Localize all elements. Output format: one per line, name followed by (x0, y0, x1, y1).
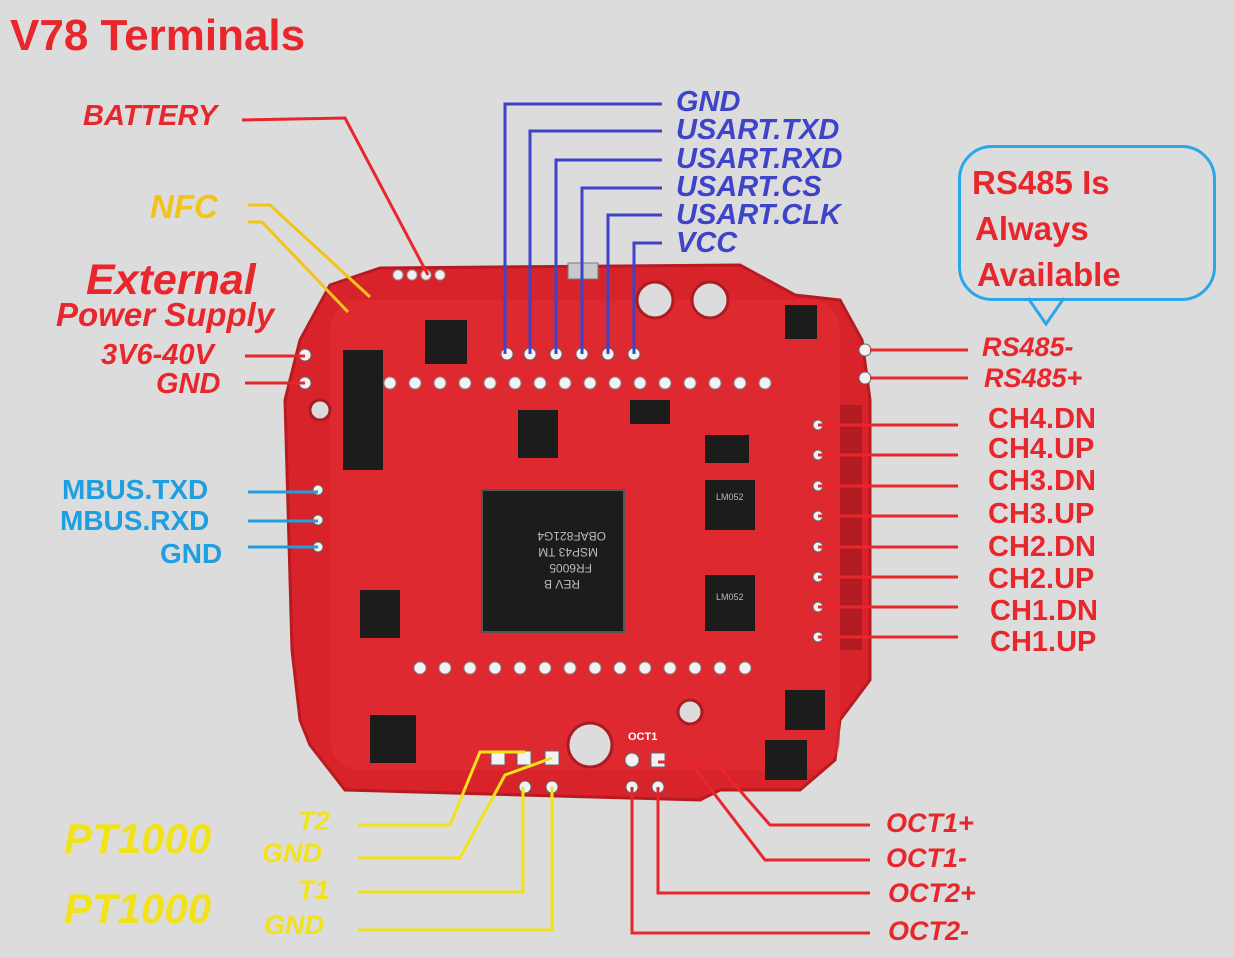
wires-rs485 (870, 348, 968, 380)
pt1000-t2-label: T2 (298, 806, 330, 836)
ch3-dn-label: CH3.DN (988, 465, 1096, 497)
pt1000-gnd2-label: GND (264, 910, 324, 940)
wires-mbus (248, 490, 318, 549)
ic-top-left (425, 320, 467, 364)
mcu-markings: REV B FR6005 MSP43 TM OBAF821G4 (537, 529, 606, 591)
rs485-minus-label: RS485- (982, 332, 1074, 362)
wires-channels (818, 423, 958, 639)
usart-vcc-label: VCC (676, 227, 738, 259)
ic-small-2 (705, 435, 749, 463)
mcu-line2: FR6005 (549, 561, 592, 575)
wires-nfc (248, 203, 372, 314)
ch1-up-label: CH1.UP (990, 626, 1097, 658)
ic-small-1 (630, 400, 670, 424)
ic-bottom-right-2 (765, 740, 807, 780)
mbus-txd-label: MBUS.TXD (62, 474, 209, 505)
rs485-note-line2: Always (975, 210, 1089, 247)
rs485-note-bubble (958, 145, 1216, 301)
ch3-up-label: CH3.UP (988, 498, 1095, 530)
ic-bottom-left (370, 715, 416, 763)
wires-oct (630, 760, 870, 935)
wires-pt1000 (358, 750, 554, 932)
oct2-minus-label: OCT2- (888, 916, 969, 946)
pt1000-label-2: PT1000 (64, 885, 212, 932)
nfc-label: NFC (150, 188, 218, 225)
ch2-up-label: CH2.UP (988, 563, 1095, 595)
mcu-line3: MSP43 TM (538, 545, 598, 559)
power-supply-label: Power Supply (56, 296, 275, 333)
mount-hole-1 (635, 280, 675, 320)
external-label: External (86, 256, 256, 304)
pt1000-label-1: PT1000 (64, 815, 212, 862)
wires-usart (503, 102, 662, 354)
mount-hole-3 (566, 721, 614, 769)
usart-rxd-label: USART.RXD (676, 143, 843, 175)
ic-right-2 (705, 575, 755, 631)
page-title: V78 Terminals (10, 11, 306, 60)
wires-left-red (241, 116, 430, 385)
pt1000-t1-label: T1 (298, 875, 330, 905)
mbus-rxd-label: MBUS.RXD (60, 505, 210, 536)
power-components (343, 350, 383, 470)
usart-gnd-label: GND (676, 86, 741, 118)
oct-silkscreen: OCT1 (628, 731, 657, 743)
usart-cs-label: USART.CS (676, 171, 822, 203)
top-header-pads (392, 269, 446, 281)
oct2-plus-label: OCT2+ (888, 878, 976, 908)
ic-bottom-right-1 (785, 690, 825, 730)
hole-row-bottom (413, 661, 752, 675)
oct1-plus-label: OCT1+ (886, 808, 974, 838)
ch4-dn-label: CH4.DN (988, 403, 1096, 435)
oct1-minus-label: OCT1- (886, 843, 967, 873)
rs485-bubble-tail (1028, 297, 1066, 327)
ch4-up-label: CH4.UP (988, 433, 1095, 465)
voltage-range-label: 3V6-40V (101, 339, 214, 371)
right-terminal-strip (840, 405, 862, 650)
ic-right-2-mark: LM052 (716, 592, 744, 602)
mbus-gnd-label: GND (160, 538, 223, 569)
mount-hole-2 (690, 280, 730, 320)
usart-clk-label: USART.CLK (676, 199, 841, 231)
ic-left-mid (360, 590, 400, 638)
rs485-note-line3: Available (977, 256, 1121, 293)
pt1000-gnd1-label: GND (262, 838, 322, 868)
battery-label: BATTERY (83, 100, 218, 132)
ic-right-1-mark: LM052 (716, 492, 744, 502)
mcu-line4: OBAF821G4 (537, 529, 606, 543)
rs485-note-text: RS485 Is Always Available (972, 160, 1212, 298)
mount-hole-4 (676, 698, 704, 726)
usart-txd-label: USART.TXD (676, 114, 840, 146)
rs485-plus-label: RS485+ (984, 363, 1083, 393)
ic-top-right (785, 305, 817, 339)
mcu-line1: REV B (544, 577, 580, 591)
rs485-note-line1: RS485 Is (972, 164, 1110, 201)
mcu-chip (481, 489, 625, 633)
ic-mid (518, 410, 558, 458)
ch2-dn-label: CH2.DN (988, 531, 1096, 563)
ch1-dn-label: CH1.DN (990, 595, 1098, 627)
mount-hole-5 (308, 398, 332, 422)
power-gnd-label: GND (156, 368, 221, 400)
hole-row-top (383, 376, 772, 390)
ic-right-1 (705, 480, 755, 530)
